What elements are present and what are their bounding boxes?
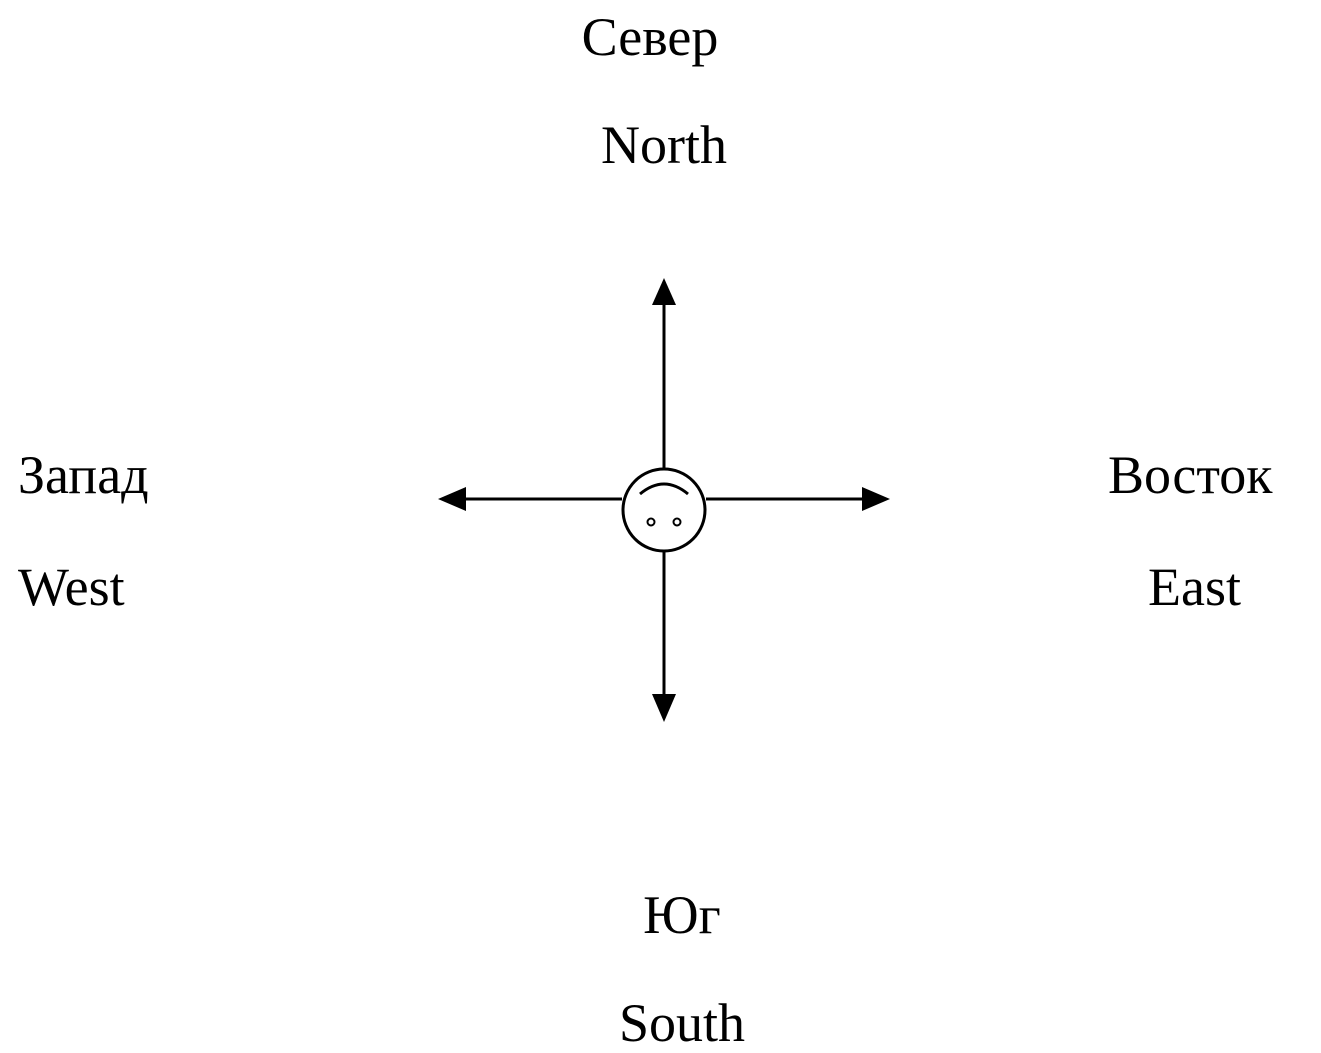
west-arrow [438, 487, 622, 511]
west-label-en: West [18, 557, 125, 617]
east-label-en: East [1148, 557, 1241, 617]
south-label-ru: Юг [643, 885, 721, 945]
east-arrow [706, 487, 890, 511]
north-label-ru: Север [581, 7, 719, 67]
east-label-ru: Восток [1108, 445, 1273, 505]
south-label-en: South [618, 993, 746, 1053]
south-arrow [652, 552, 676, 722]
north-arrow [652, 278, 676, 468]
west-label-ru: Запад [18, 445, 149, 505]
north-label-en: North [601, 115, 727, 175]
upside-down-face-icon [621, 467, 707, 553]
